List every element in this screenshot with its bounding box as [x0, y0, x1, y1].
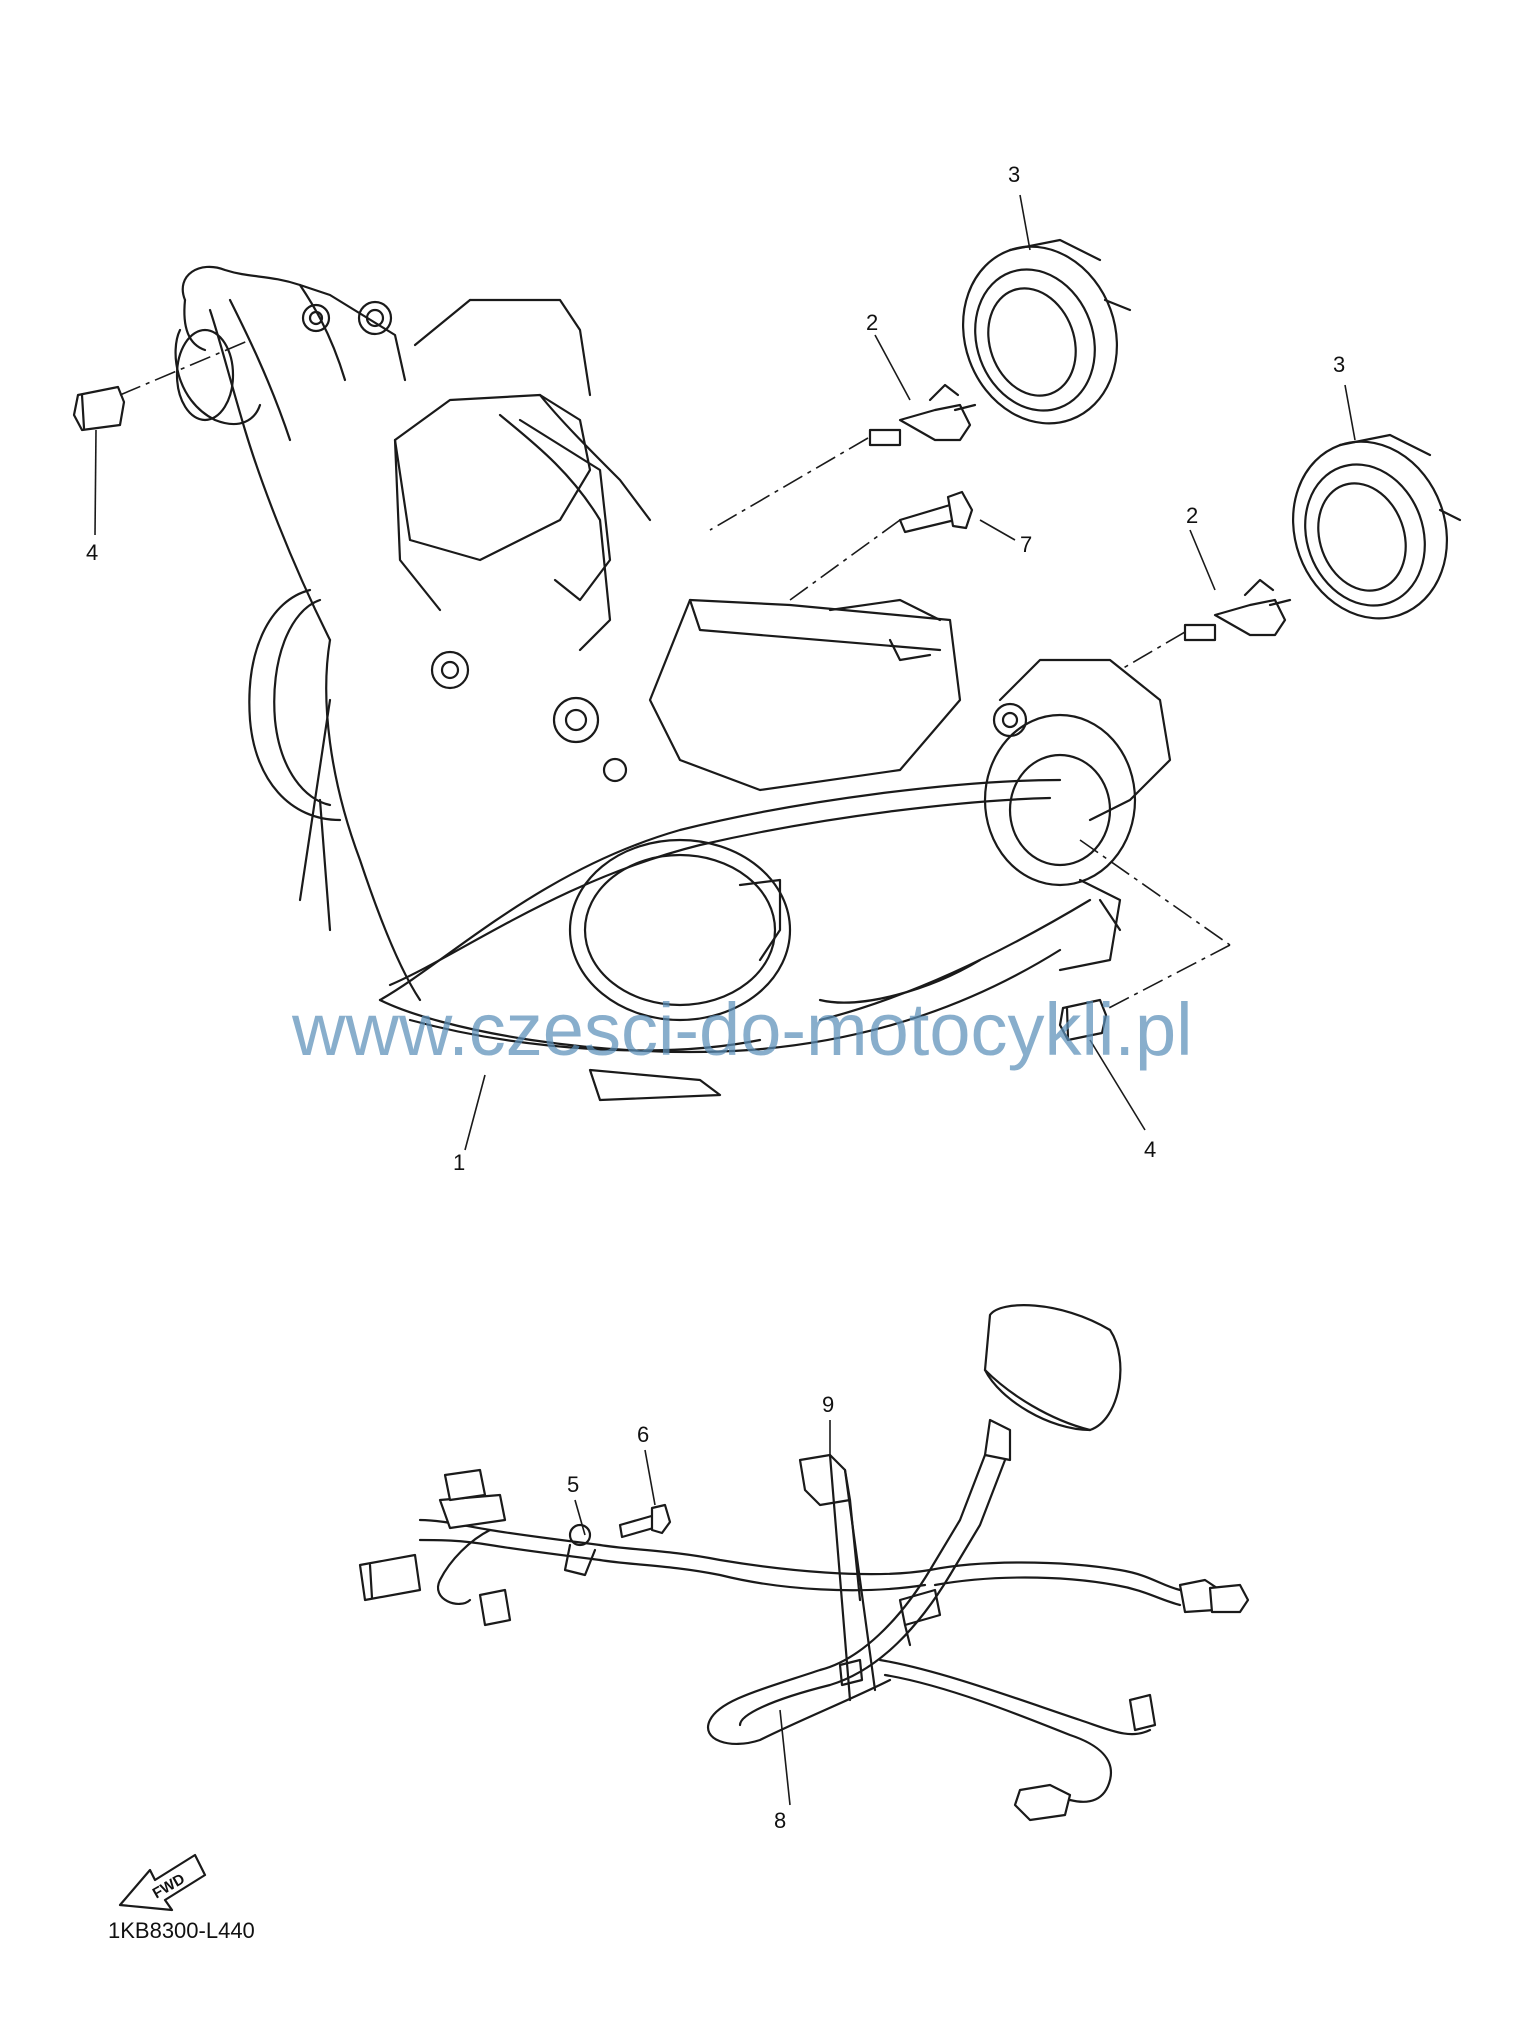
callout-2-upper: 2 — [866, 310, 878, 335]
assembly-lines — [119, 339, 1231, 1011]
headlight-assembly — [174, 265, 1172, 1102]
callout-labels: 1 2 2 3 3 4 4 5 6 7 8 9 — [86, 162, 1345, 1833]
socket-cover-lower — [1291, 433, 1462, 620]
leader-lines — [94, 194, 1356, 1806]
callout-2-lower: 2 — [1186, 503, 1198, 528]
callout-8: 8 — [774, 1808, 786, 1833]
callout-4-left: 4 — [86, 540, 98, 565]
bulb-upper — [868, 383, 977, 447]
callout-1: 1 — [453, 1150, 465, 1175]
side-clip-left — [72, 385, 126, 432]
watermark: www.czesci-do-motocykli.pl — [291, 988, 1193, 1071]
callout-5: 5 — [567, 1472, 579, 1497]
callout-3-upper: 3 — [1008, 162, 1020, 187]
diagram-code: 1KB8300-L440 — [108, 1918, 255, 1943]
callout-9: 9 — [822, 1392, 834, 1417]
callout-4-right: 4 — [1144, 1137, 1156, 1162]
forward-arrow-icon: FWD — [118, 1853, 207, 1912]
bulb-lower — [1183, 578, 1292, 642]
callout-6: 6 — [637, 1422, 649, 1447]
socket-cover-upper — [961, 238, 1132, 425]
screw-7 — [898, 490, 974, 534]
wire-harness — [358, 1304, 1250, 1822]
callout-3-lower: 3 — [1333, 352, 1345, 377]
side-clip-right — [1058, 998, 1108, 1042]
callout-7: 7 — [1020, 532, 1032, 557]
